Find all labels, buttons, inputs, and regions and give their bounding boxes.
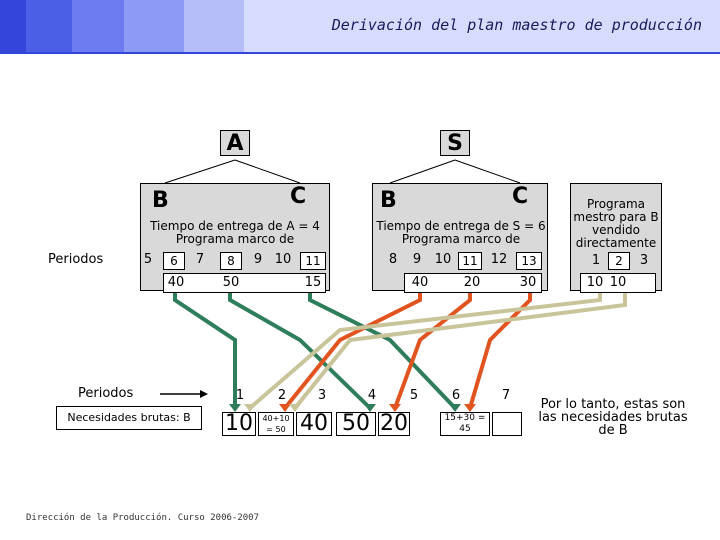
- necesidades-label-box: [56, 406, 202, 430]
- period-a-9: 9: [253, 252, 263, 267]
- period-a-6: 6: [163, 252, 185, 270]
- bottom-value-5: 20: [378, 411, 410, 436]
- header-block-5: [184, 0, 244, 52]
- bottom-period-2: 2: [277, 388, 287, 403]
- bottom-period-1: 1: [235, 388, 245, 403]
- bottom-period-7: 7: [501, 388, 511, 403]
- value-s-30: 30: [519, 275, 537, 290]
- bottom-value-1: 10: [222, 412, 256, 436]
- node-s: S: [440, 130, 470, 156]
- bottom-value-7-empty: [492, 412, 522, 436]
- bottom-period-5: 5: [409, 388, 419, 403]
- period-s-12: 12: [490, 252, 508, 267]
- period-s-13: 13: [516, 252, 542, 270]
- value-s-40: 40: [411, 275, 429, 290]
- programa-value-row: [580, 273, 656, 293]
- programa-period-3: 3: [639, 253, 649, 268]
- bottom-value-3: 40: [296, 412, 332, 436]
- header-block-6: [244, 0, 720, 52]
- node-b-a: B: [152, 188, 169, 213]
- period-s-11: 11: [458, 252, 482, 270]
- programa-title: Programa mestro para B vendido directame…: [573, 197, 659, 250]
- period-a-5: 5: [143, 252, 153, 267]
- header-block-4: [124, 0, 184, 52]
- leadtime-a-text: Tiempo de entrega de A = 4 Programa marc…: [150, 219, 320, 246]
- bottom-period-3: 3: [317, 388, 327, 403]
- periodos-label-bottom: Periodos: [78, 386, 134, 401]
- value-a-15: 15: [304, 275, 322, 290]
- programa-value-1: 10: [586, 275, 604, 290]
- bottom-period-6: 6: [451, 388, 461, 403]
- periodos-label-top: Periodos: [48, 252, 104, 267]
- bottom-value-6: 15+30 = 45: [440, 412, 490, 436]
- footer-text: Dirección de la Producción. Curso 2006-2…: [26, 513, 259, 523]
- page-title: Derivación del plan maestro de producció…: [331, 16, 702, 34]
- period-a-7: 7: [195, 252, 205, 267]
- bottom-value-4: 50: [336, 412, 376, 436]
- necesidades-label: Necesidades brutas: B: [67, 411, 191, 424]
- conclusion-text: Por lo tanto, estas son las necesidades …: [538, 397, 688, 438]
- node-b-s: B: [380, 188, 397, 213]
- period-s-9: 9: [412, 252, 422, 267]
- bottom-period-4: 4: [367, 388, 377, 403]
- value-row-a: [163, 273, 326, 293]
- node-a: A: [220, 130, 250, 156]
- programa-value-2: 10: [609, 275, 627, 290]
- header-block-3: [72, 0, 124, 52]
- bottom-value-2: 40+10 = 50: [258, 412, 294, 436]
- node-c-s: C: [512, 184, 529, 209]
- header-line: [0, 52, 720, 54]
- programa-period-1: 1: [591, 253, 601, 268]
- value-row-s: [404, 273, 542, 293]
- programa-period-2: 2: [608, 252, 630, 270]
- leadtime-s-text: Tiempo de entrega de S = 6 Programa marc…: [376, 219, 546, 246]
- period-s-10: 10: [434, 252, 452, 267]
- period-a-8: 8: [220, 252, 242, 270]
- period-s-8: 8: [388, 252, 398, 267]
- header-block-2: [26, 0, 72, 52]
- period-a-10: 10: [274, 252, 292, 267]
- node-c-a: C: [290, 184, 307, 209]
- value-s-20: 20: [463, 275, 481, 290]
- value-a-40: 40: [167, 275, 185, 290]
- value-a-50: 50: [222, 275, 240, 290]
- period-a-11: 11: [300, 252, 326, 270]
- header-block-1: [0, 0, 26, 52]
